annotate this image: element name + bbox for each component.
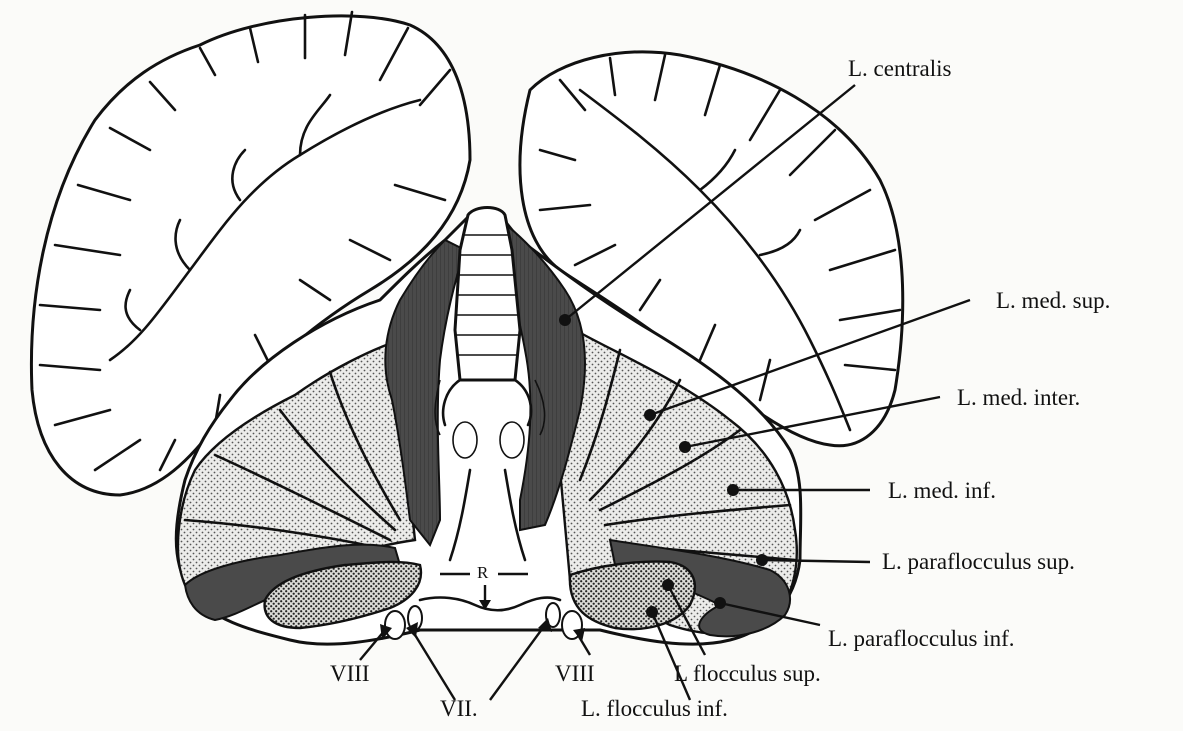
- label-med-inf: L. med. inf.: [888, 478, 996, 504]
- label-nerve-viii-left: VIII: [330, 661, 370, 687]
- label-nerve-vii: VII.: [440, 696, 478, 722]
- label-med-sup: L. med. sup.: [996, 288, 1110, 314]
- label-r-marker: R: [477, 563, 488, 583]
- label-nerve-viii-right: VIII: [555, 661, 595, 687]
- label-paraflocculus-sup: L. paraflocculus sup.: [882, 549, 1075, 575]
- label-centralis: L. centralis: [848, 56, 951, 82]
- left-nerve-viii: [385, 611, 405, 639]
- label-flocculus-sup: L flocculus sup.: [674, 661, 821, 687]
- label-med-inter: L. med. inter.: [957, 385, 1080, 411]
- label-paraflocculus-inf: L. paraflocculus inf.: [828, 626, 1014, 652]
- label-flocculus-inf: L. flocculus inf.: [581, 696, 728, 722]
